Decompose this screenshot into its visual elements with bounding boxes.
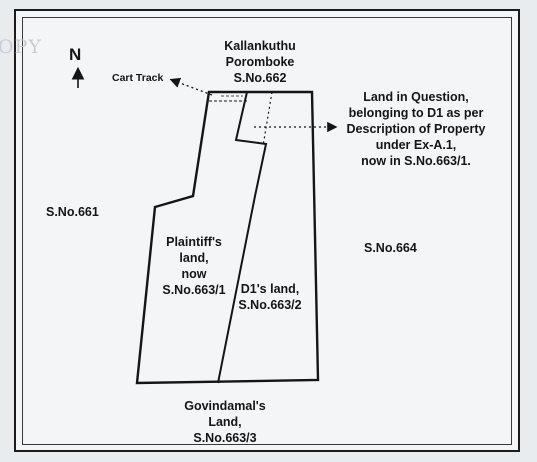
label-sno-661: S.No.661 (46, 205, 99, 219)
watermark: OPY (0, 36, 42, 58)
north-label: N (69, 45, 82, 64)
label-d1-land: D1's land, S.No.663/2 (238, 282, 302, 312)
cart-track-pointer (169, 77, 213, 96)
inner-frame (22, 17, 512, 445)
outer-frame (14, 9, 520, 452)
label-plaintiff-land: Plaintiff's land, now S.No.663/1 (162, 235, 226, 297)
label-sno-664: S.No.664 (364, 241, 417, 255)
land-in-question-dotted (262, 91, 273, 147)
parcel-outline (135, 90, 320, 385)
label-cart-track: Cart Track (112, 72, 164, 84)
label-land-in-question: Land in Question, belonging to D1 as per… (346, 90, 486, 168)
division-line (217, 91, 268, 384)
label-kallankuthu-poromboke: Kallankuthu Poromboke S.No.662 (224, 39, 296, 85)
label-govindamal-land: Govindamal's Land, S.No.663/3 (184, 399, 266, 445)
